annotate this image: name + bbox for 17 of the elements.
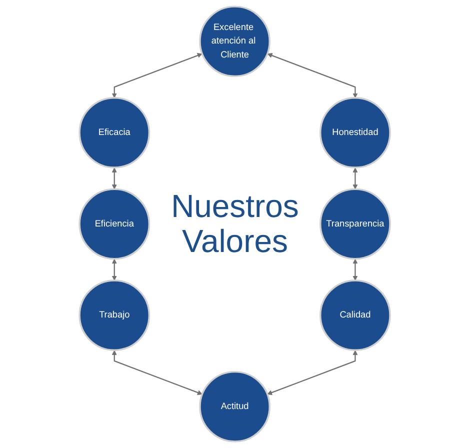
double-arrow — [352, 168, 358, 190]
double-arrow — [352, 258, 358, 281]
double-arrow — [112, 53, 202, 98]
double-arrow — [112, 350, 203, 396]
value-circle: Actitud — [199, 370, 271, 442]
value-circle: Eficiencia — [78, 188, 150, 260]
double-arrow — [267, 350, 358, 396]
title: Nuestros Valores — [171, 188, 299, 260]
value-circle: Eficacia — [78, 97, 150, 168]
double-arrow — [112, 258, 118, 281]
double-arrow — [268, 53, 358, 98]
value-circle: Transparencia — [320, 188, 392, 260]
value-circle: Honestidad — [320, 97, 392, 168]
value-circle: Calidad — [320, 280, 392, 351]
value-circle: Excelente atención al Cliente — [199, 6, 271, 78]
value-circle: Trabajo — [78, 280, 150, 351]
double-arrow — [112, 168, 118, 190]
